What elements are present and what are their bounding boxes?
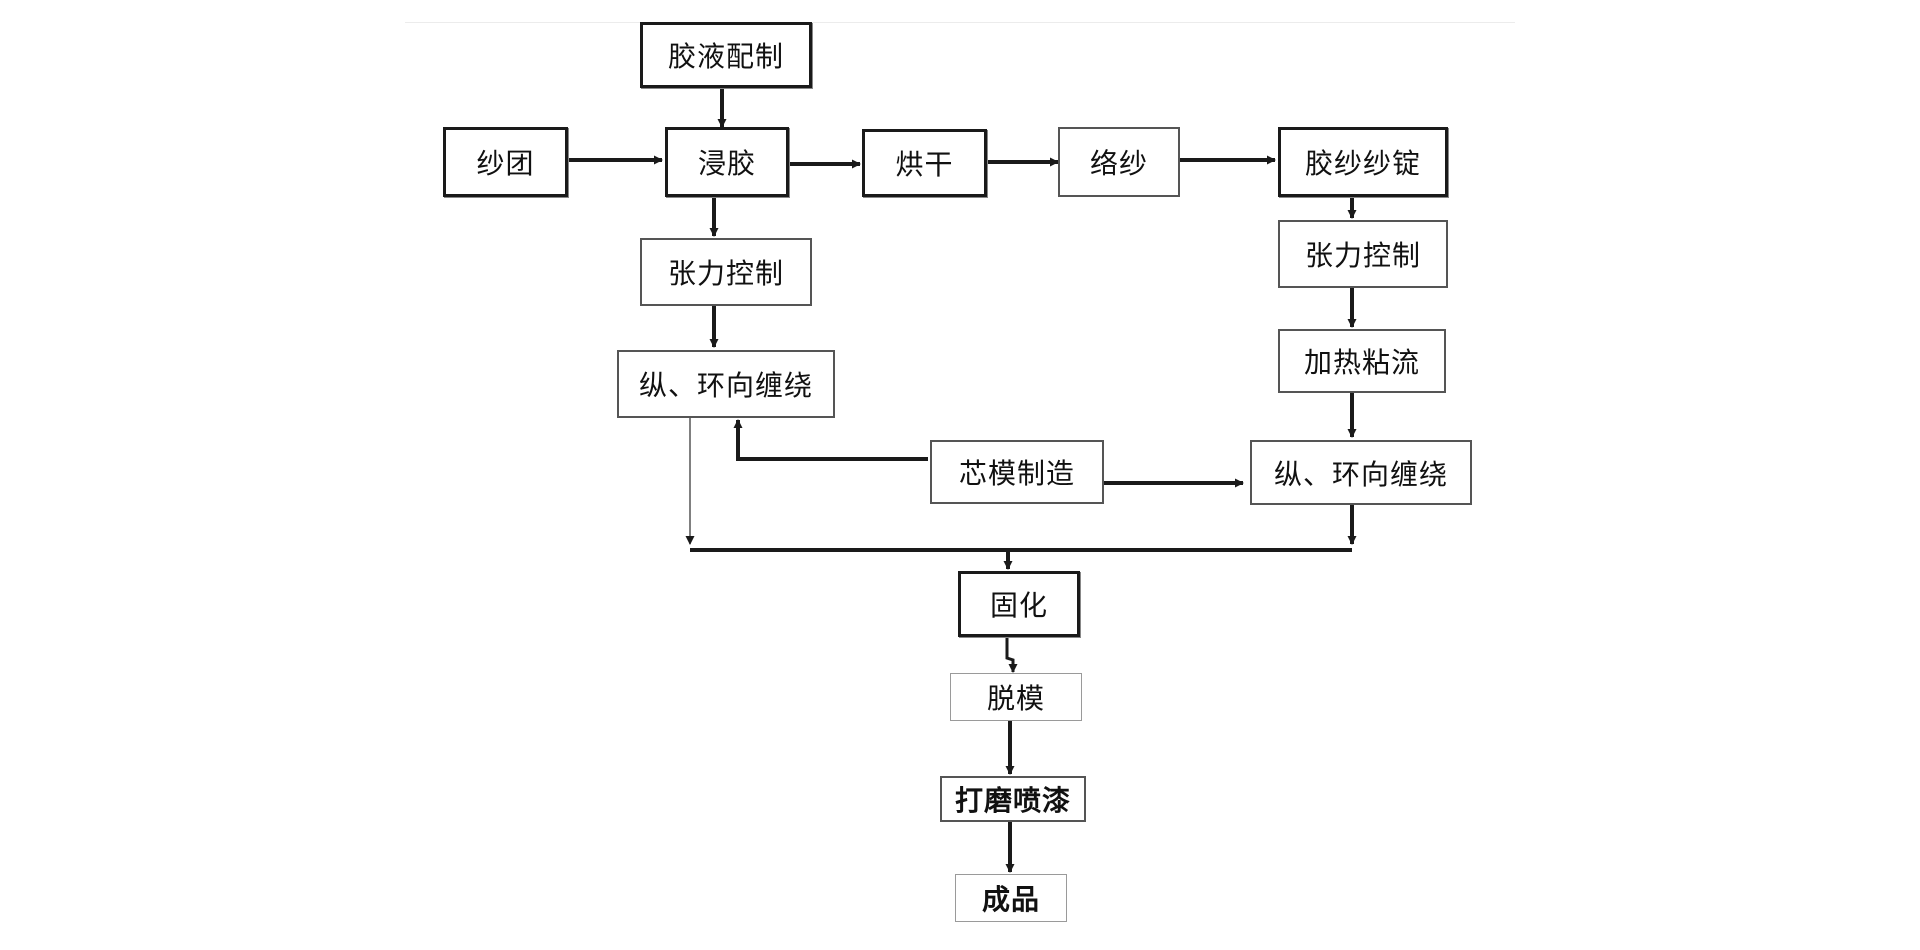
arrow-mandrel-to-wind-left (733, 419, 928, 461)
node-wind-left: 纵、环向缠绕 (617, 350, 835, 418)
node-heat-flow: 加热粘流 (1278, 329, 1446, 393)
node-yarn-ball: 纱团 (443, 127, 568, 197)
node-winding-yarn: 络纱 (1058, 127, 1180, 197)
node-demold: 脱模 (950, 673, 1082, 721)
node-tension-control-left: 张力控制 (640, 238, 812, 306)
top-divider (405, 22, 1515, 23)
node-dip-glue: 浸胶 (665, 127, 789, 197)
node-wind-right: 纵、环向缠绕 (1250, 440, 1472, 505)
node-product: 成品 (955, 874, 1067, 922)
node-curing: 固化 (958, 571, 1080, 637)
node-tension-control-right: 张力控制 (1278, 220, 1448, 288)
node-mandrel-making: 芯模制造 (930, 440, 1104, 504)
node-drying: 烘干 (862, 129, 987, 197)
node-grind-spray: 打磨喷漆 (940, 776, 1086, 822)
node-glue-prep: 胶液配制 (640, 22, 812, 88)
node-glue-yarn-spindle: 胶纱纱锭 (1278, 127, 1448, 197)
arrow-curing-to-demold (1005, 637, 1018, 673)
